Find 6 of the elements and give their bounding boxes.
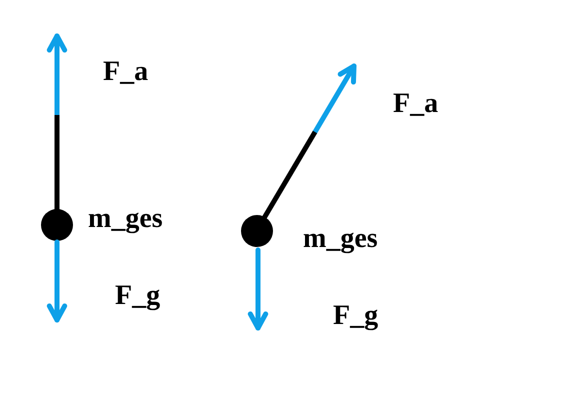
force-label: F_g [333, 302, 378, 330]
force-label: F_a [103, 58, 148, 86]
force-label: F_a [393, 90, 438, 118]
mass-label: m_ges [88, 205, 163, 233]
force-label: F_g [115, 282, 160, 310]
mass-label: m_ges [303, 225, 378, 253]
